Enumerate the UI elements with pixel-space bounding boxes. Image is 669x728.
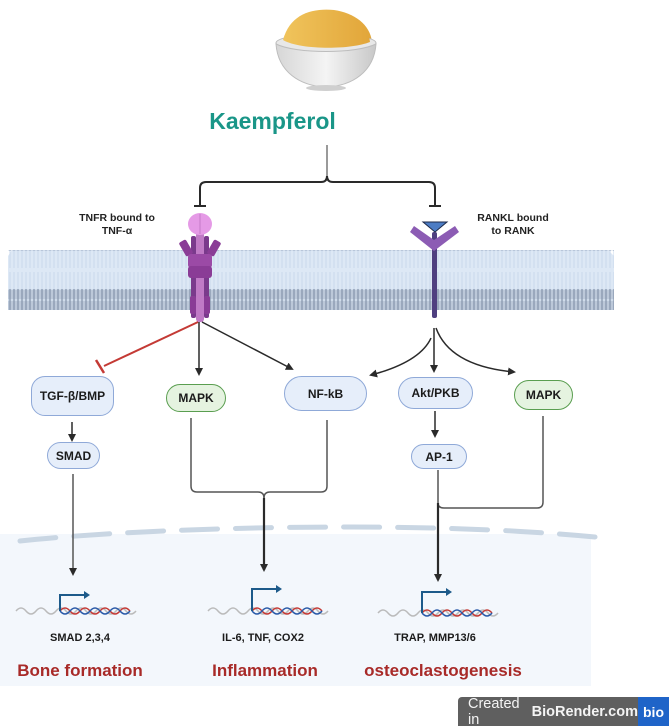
bowl-of-powder-icon [275, 9, 377, 91]
watermark-prefix: Created in [468, 695, 520, 728]
rank-label-line1: RANKL bound [477, 212, 549, 224]
node-smad[interactable]: SMAD [47, 442, 100, 469]
gene-label-smad: SMAD 2,3,4 [50, 632, 110, 644]
node-ap1[interactable]: AP-1 [411, 444, 467, 469]
watermark-text: Created in BioRender.com [458, 695, 638, 728]
watermark-brand: BioRender.com [531, 703, 638, 720]
tnfr-downstream-edges [94, 321, 294, 376]
biorender-logo-icon: bio [638, 697, 669, 726]
node-tgf-bmp[interactable]: TGF-β/BMP [31, 376, 114, 416]
nuclear-envelope [17, 524, 598, 544]
node-mapk-left[interactable]: MAPK [166, 384, 226, 412]
tnfr-label-line1: TNFR bound to [79, 212, 155, 224]
rank-label: RANKL bound to RANK [468, 212, 558, 238]
outcome-osteoclastogenesis: osteoclastogenesis [364, 661, 522, 680]
biorender-watermark[interactable]: Created in BioRender.com bio [458, 695, 669, 728]
compound-title: Kaempferol [209, 108, 336, 134]
compound-inhibition-lines [194, 145, 441, 207]
dna-left-icon [15, 591, 137, 615]
nuclear-edges [69, 416, 544, 582]
intermediate-edges [68, 411, 439, 442]
outcome-bone-formation: Bone formation [17, 661, 143, 680]
dna-right-icon [377, 588, 499, 617]
gene-label-inflammation: IL-6, TNF, COX2 [222, 632, 304, 644]
outcome-inflammation: Inflammation [212, 661, 318, 680]
tnfr-receptor-icon [179, 213, 221, 322]
node-mapk-right[interactable]: MAPK [514, 380, 573, 410]
dna-middle-icon [207, 585, 329, 615]
rank-label-line2: to RANK [491, 225, 535, 237]
node-nfkb[interactable]: NF-kB [284, 376, 367, 411]
tnfr-label: TNFR bound to TNF-α [64, 212, 170, 238]
rank-receptor-icon [410, 221, 459, 318]
gene-label-osteoclast: TRAP, MMP13/6 [394, 632, 476, 644]
cell-membrane [8, 250, 614, 310]
tnfr-label-line2: TNF-α [101, 225, 133, 237]
rank-downstream-edges [369, 327, 516, 378]
node-akt-pkb[interactable]: Akt/PKB [398, 377, 473, 409]
